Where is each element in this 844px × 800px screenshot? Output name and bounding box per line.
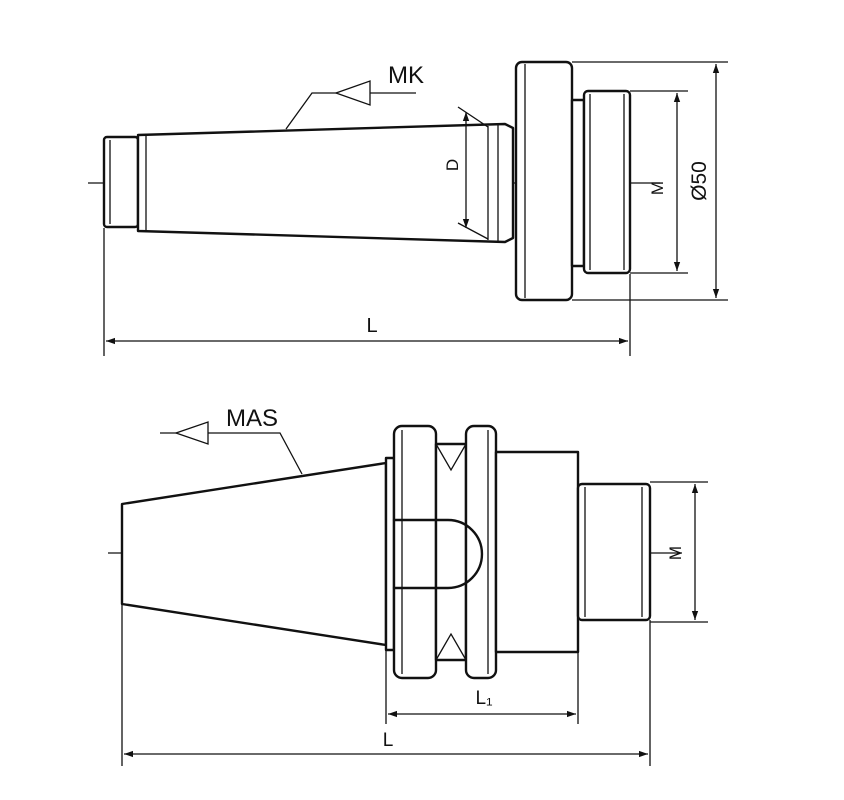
bottom-m-label: M (666, 546, 685, 560)
top-taper-body (136, 122, 515, 244)
bottom-keyway (392, 518, 484, 590)
top-d-label: D (443, 159, 462, 171)
top-view: D MK M Ø50 L (88, 60, 728, 356)
bottom-mas-leader (160, 432, 303, 475)
bottom-mas-label: MAS (226, 405, 278, 432)
top-neck (570, 98, 586, 268)
bottom-thread (576, 482, 652, 622)
bottom-taper-body (120, 461, 388, 647)
top-length-label: L (366, 315, 377, 337)
bottom-view: MAS M L₁ L (108, 405, 708, 766)
bottom-v-groove (434, 442, 468, 662)
top-mk-label: MK (388, 62, 424, 89)
top-taper-end (102, 135, 140, 229)
top-diameter-label: Ø50 (688, 161, 711, 201)
bottom-l1-label: L₁ (476, 688, 493, 709)
top-mk-leader (285, 92, 416, 130)
bottom-length-label: L (383, 730, 394, 751)
bottom-mas-arrow-symbol (174, 421, 209, 445)
top-mk-arrow-symbol (334, 80, 371, 106)
bottom-flange-ring-1 (392, 424, 438, 680)
top-m-label: M (648, 181, 667, 195)
top-thread (582, 89, 632, 275)
bottom-hub (494, 450, 580, 654)
